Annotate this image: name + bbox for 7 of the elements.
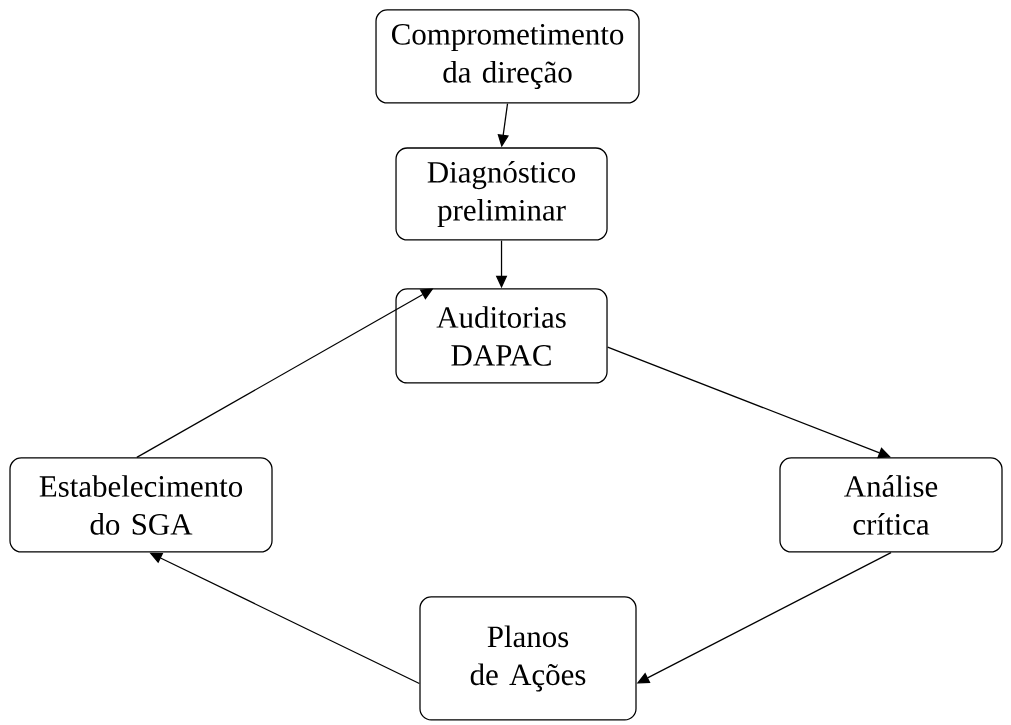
process-box: Auditorias DAPAC: [395, 288, 608, 384]
process-box: Análise crítica: [779, 457, 1003, 553]
process-box: Comprometimento da direção: [375, 9, 640, 104]
process-box: Estabelecimento do SGA: [9, 457, 273, 553]
process-box: Planos de Ações: [419, 596, 637, 721]
arrow: [607, 346, 891, 459]
process-box: Diagnóstico preliminar: [395, 147, 608, 241]
